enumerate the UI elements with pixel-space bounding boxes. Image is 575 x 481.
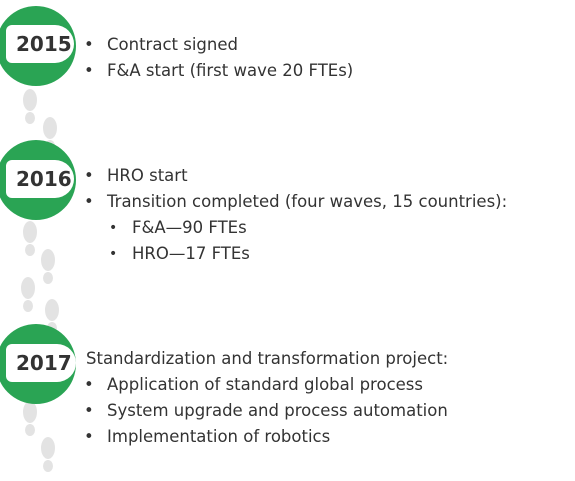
bullet-icon: • xyxy=(84,35,94,54)
footprint-icon xyxy=(41,437,55,472)
year-label-2017: 2017 xyxy=(6,344,76,382)
bullet-icon: • xyxy=(84,61,94,80)
footprint-icon xyxy=(23,221,37,256)
year-label-2016: 2016 xyxy=(6,160,74,198)
bullet-icon: • xyxy=(109,246,118,262)
sub-list-item: •F&A—90 FTEs xyxy=(84,215,507,241)
sub-list-item: •HRO—17 FTEs xyxy=(84,241,507,267)
list-item: •Contract signed xyxy=(84,32,353,58)
list-item: •Application of standard global process xyxy=(84,372,448,398)
bullet-icon: • xyxy=(109,220,118,236)
list-item: •Transition completed (four waves, 15 co… xyxy=(84,189,507,215)
intro-text: Standardization and transformation proje… xyxy=(86,349,449,368)
milestone-2016-list: •HRO start •Transition completed (four w… xyxy=(84,163,507,267)
bullet-icon: • xyxy=(84,192,94,211)
milestone-2017-list: Standardization and transformation proje… xyxy=(84,346,448,450)
list-item: •System upgrade and process automation xyxy=(84,398,448,424)
list-item: •HRO start xyxy=(84,163,507,189)
year-label-2015: 2015 xyxy=(6,25,74,63)
milestone-2015-list: •Contract signed •F&A start (first wave … xyxy=(84,32,353,84)
footprint-icon xyxy=(41,249,55,284)
list-item: •F&A start (first wave 20 FTEs) xyxy=(84,58,353,84)
footprint-icon xyxy=(23,401,37,436)
footprint-icon xyxy=(23,89,37,124)
bullet-icon: • xyxy=(84,166,94,185)
list-item: •Implementation of robotics xyxy=(84,424,448,450)
bullet-icon: • xyxy=(84,375,94,394)
footprint-icon xyxy=(21,277,35,312)
bullet-icon: • xyxy=(84,401,94,420)
bullet-icon: • xyxy=(84,427,94,446)
